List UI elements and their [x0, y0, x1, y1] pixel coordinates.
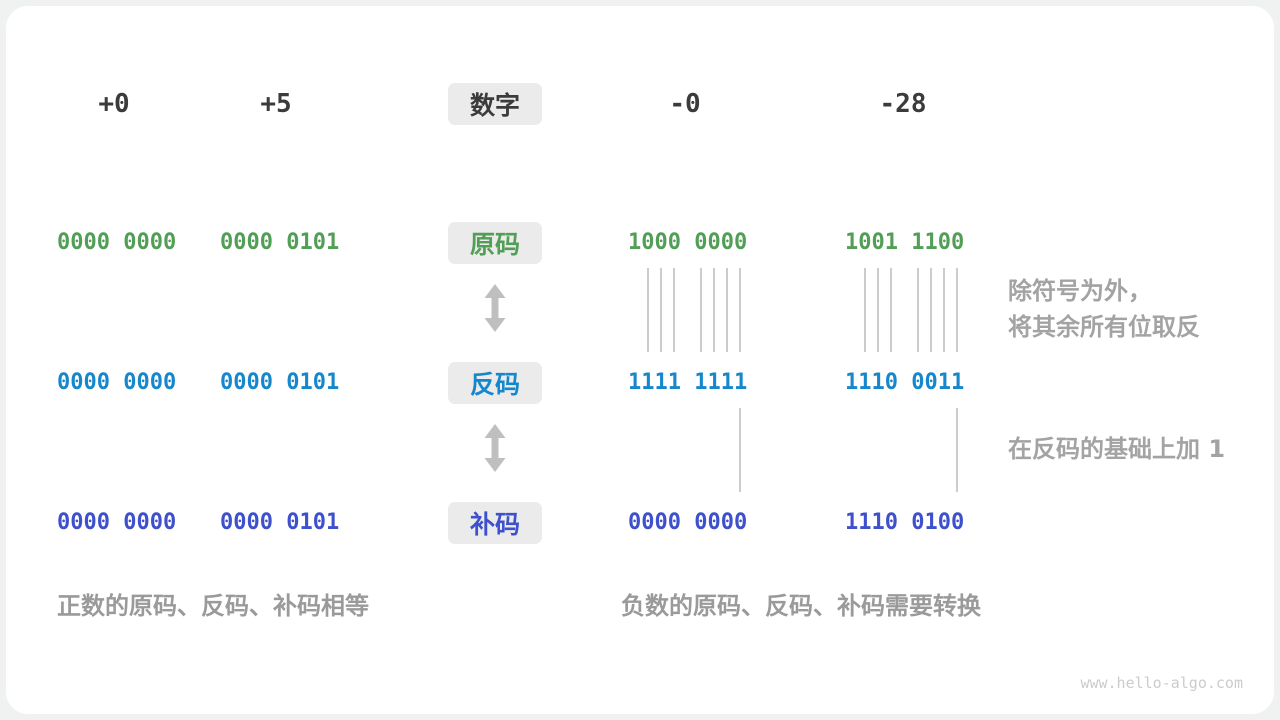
- bit-flip-line: [943, 268, 945, 352]
- sign-magnitude-bits-pos5: 0000 0101: [220, 230, 340, 255]
- twos-complement-bits-neg0: 0000 0000: [628, 510, 748, 535]
- sign-magnitude-badge: 原码: [448, 222, 542, 264]
- header-minus-28: -28: [879, 89, 927, 119]
- ones-complement-badge: 反码: [448, 362, 542, 404]
- bit-flip-line: [726, 268, 728, 352]
- bit-flip-line: [930, 268, 932, 352]
- add-one-line-neg28: [845, 408, 964, 492]
- bit-flip-line: [739, 268, 741, 352]
- twos-complement-bits-pos5: 0000 0101: [220, 510, 340, 535]
- bit-flip-line: [864, 268, 866, 352]
- diagram-card: [6, 6, 1274, 714]
- bit-flip-line: [890, 268, 892, 352]
- header-minus-0: -0: [669, 89, 701, 119]
- caption-negative-numbers: 负数的原码、反码、补码需要转换: [621, 592, 981, 620]
- bit-flip-line: [673, 268, 675, 352]
- bit-flip-line: [713, 268, 715, 352]
- updown-arrow-icon: [484, 424, 506, 472]
- add-one-line: [956, 408, 958, 492]
- bit-flip-line: [700, 268, 702, 352]
- sign-magnitude-bits-neg28: 1001 1100: [845, 230, 965, 255]
- twos-complement-badge: 补码: [448, 502, 542, 544]
- number-badge: 数字: [448, 83, 542, 125]
- bit-flip-line: [917, 268, 919, 352]
- annotation-flip-line1: 除符号为外，: [1008, 277, 1152, 305]
- caption-positive-numbers: 正数的原码、反码、补码相等: [57, 592, 369, 620]
- bit-flip-lines-neg0: [628, 268, 747, 352]
- bit-flip-lines-neg28: [845, 268, 964, 352]
- sign-magnitude-bits-pos0: 0000 0000: [57, 230, 177, 255]
- twos-complement-bits-pos0: 0000 0000: [57, 510, 177, 535]
- ones-complement-bits-pos0: 0000 0000: [57, 370, 177, 395]
- ones-complement-bits-neg0: 1111 1111: [628, 370, 748, 395]
- updown-arrow-icon: [484, 284, 506, 332]
- website-watermark: www.hello-algo.com: [1080, 674, 1243, 692]
- twos-complement-bits-neg28: 1110 0100: [845, 510, 965, 535]
- ones-complement-bits-pos5: 0000 0101: [220, 370, 340, 395]
- bit-flip-line: [877, 268, 879, 352]
- bit-flip-line: [647, 268, 649, 352]
- ones-complement-bits-neg28: 1110 0011: [845, 370, 965, 395]
- add-one-line-neg0: [628, 408, 747, 492]
- header-plus-5: +5: [260, 89, 292, 119]
- annotation-flip-line2: 将其余所有位取反: [1008, 313, 1200, 341]
- annotation-add-one: 在反码的基础上加 1: [1008, 435, 1226, 463]
- sign-magnitude-bits-neg0: 1000 0000: [628, 230, 748, 255]
- add-one-line: [739, 408, 741, 492]
- bit-flip-line: [956, 268, 958, 352]
- header-plus-0: +0: [98, 89, 130, 119]
- bit-flip-line: [660, 268, 662, 352]
